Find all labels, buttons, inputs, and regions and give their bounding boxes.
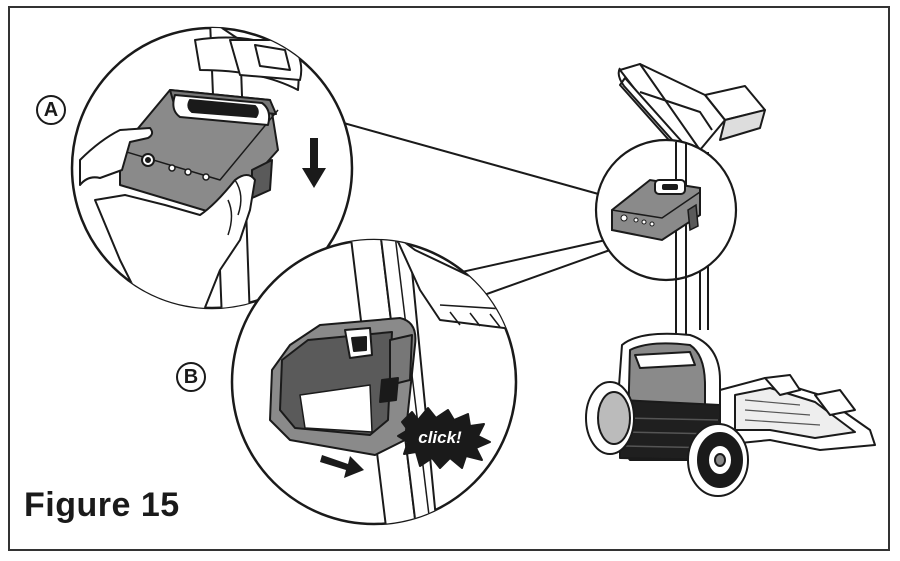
- detail-b-circle: click!: [230, 238, 518, 526]
- detail-a-circle: [70, 26, 354, 310]
- step-label-b: B: [176, 362, 206, 392]
- step-label-a: A: [36, 95, 66, 125]
- caddy-cart: [585, 63, 876, 497]
- figure-title: Figure 15: [24, 486, 180, 524]
- click-burst-text: click!: [418, 428, 462, 447]
- caddy-detail-circle: [594, 138, 738, 282]
